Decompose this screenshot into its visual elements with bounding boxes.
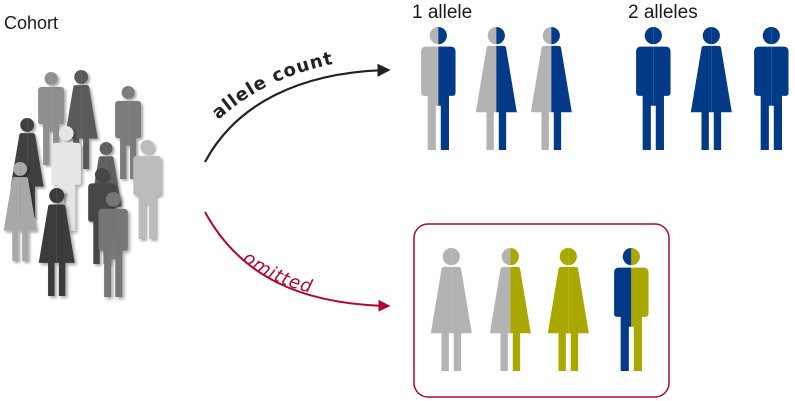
cohort-label: Cohort [4, 13, 58, 33]
person-icon [489, 248, 531, 371]
person-icon [530, 27, 572, 150]
omitted-label: omitted [239, 247, 315, 298]
person-icon [430, 248, 472, 371]
person-icon [690, 27, 732, 150]
person-icon [754, 27, 789, 150]
cohort-person-icon [3, 162, 37, 262]
cohort-person-icon [51, 126, 81, 231]
omitted-group-frame [413, 223, 670, 398]
cohort-person-icon [115, 86, 142, 180]
cohort-person-icon [38, 188, 75, 296]
omitted-group [430, 248, 649, 371]
cohort-group [3, 70, 162, 297]
two-alleles-group [636, 27, 789, 150]
person-icon [547, 248, 589, 371]
allele-count-label: allele count [208, 48, 335, 124]
cohort-person-icon [98, 192, 128, 297]
cohort-person-icon [133, 140, 162, 240]
omitted-arrow [204, 211, 391, 312]
person-icon [475, 27, 517, 150]
person-icon [421, 27, 456, 150]
person-icon [614, 248, 649, 371]
one-allele-label: 1 allele [412, 2, 472, 23]
one-allele-group [421, 27, 572, 150]
person-icon [636, 27, 671, 150]
allele-count-arrow [204, 63, 391, 163]
two-alleles-label: 2 alleles [628, 2, 698, 23]
